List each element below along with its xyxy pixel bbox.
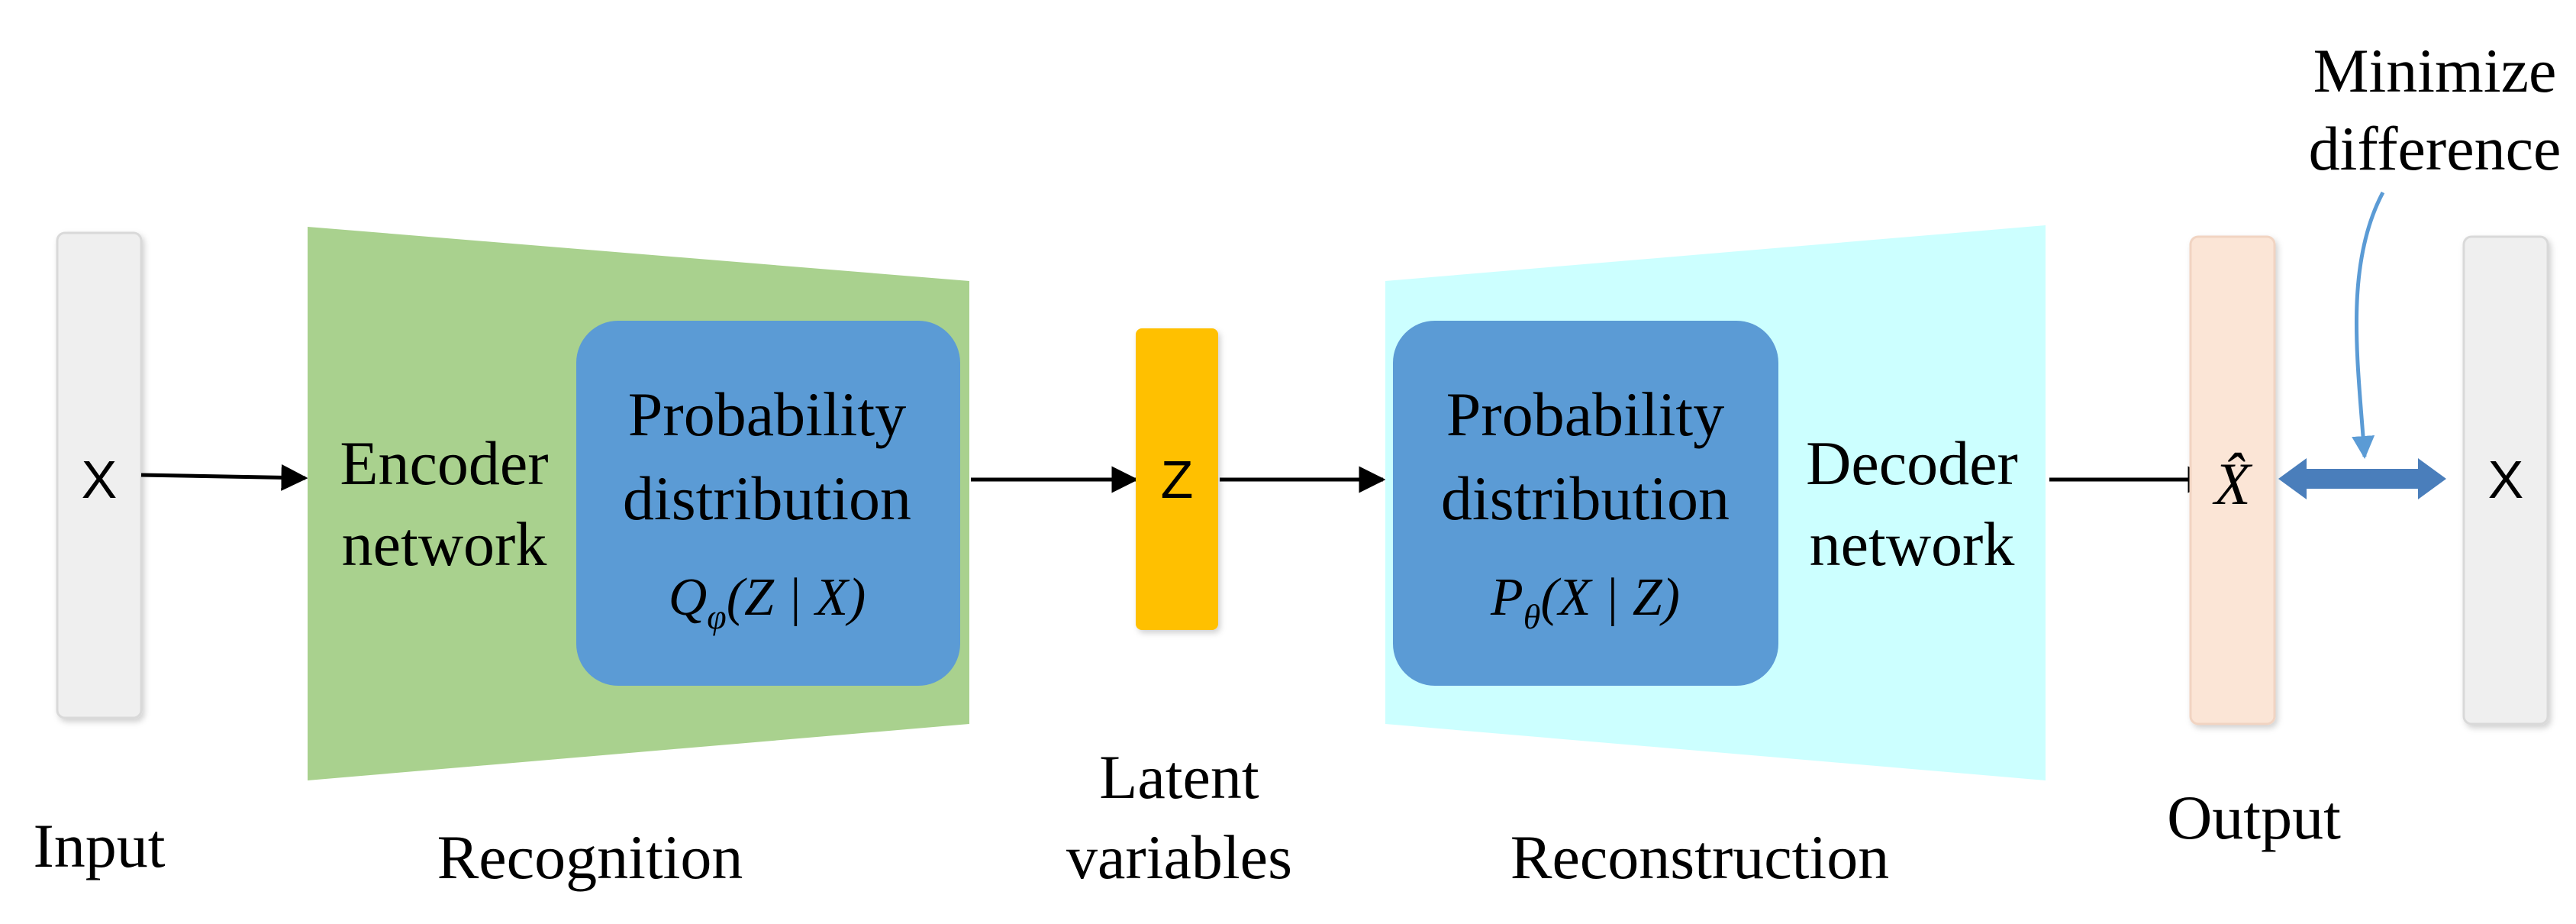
- encoder-formula-args: (Z | X): [727, 568, 866, 627]
- annotation-callout-arrow: [2352, 191, 2385, 459]
- latent-bar: [1136, 328, 1218, 630]
- output-symbol: X̂: [2212, 451, 2253, 517]
- latent-caption-line1: Latent: [1099, 742, 1259, 812]
- decoder-caption: Reconstruction: [1510, 822, 1889, 892]
- encoder-formula: Qφ(Z | X): [669, 568, 866, 636]
- decoder-box-line2: distribution: [1441, 464, 1730, 533]
- input-caption: Input: [33, 811, 165, 880]
- encoder-box-line2: distribution: [623, 464, 911, 533]
- encoder-box-line1: Probability: [628, 380, 906, 449]
- encoder-formula-base: Q: [669, 568, 708, 627]
- decoder-label-line2: network: [1810, 509, 2015, 579]
- encoder-caption: Recognition: [437, 822, 743, 892]
- decoder-box-line1: Probability: [1446, 380, 1724, 449]
- latent-caption-line2: variables: [1066, 822, 1292, 892]
- output-bar: [2189, 235, 2276, 725]
- annotation-line2: difference: [2309, 114, 2561, 183]
- input-symbol: X: [82, 450, 118, 509]
- encoder-label-line1: Encoder: [340, 428, 548, 498]
- target-symbol: X: [2488, 450, 2524, 509]
- decoder-formula-base: P: [1490, 568, 1523, 627]
- latent-symbol: Z: [1161, 450, 1194, 509]
- arrow-input-to-encoder: [140, 464, 308, 491]
- decoder-formula-sub: θ: [1523, 597, 1541, 636]
- annotation-line1: Minimize: [2313, 36, 2557, 105]
- decoder-label-line1: Decoder: [1806, 428, 2018, 498]
- decoder-probability-box: [1393, 321, 1778, 686]
- decoder-formula: Pθ(X | Z): [1490, 568, 1680, 636]
- encoder-label-line2: network: [342, 509, 547, 579]
- output-caption: Output: [2167, 783, 2341, 852]
- decoder-formula-args: (X | Z): [1540, 568, 1680, 627]
- encoder-formula-sub: φ: [707, 597, 726, 636]
- encoder-probability-box: [576, 321, 960, 686]
- target-bar: [2462, 235, 2549, 725]
- minimize-double-arrow: [2278, 458, 2446, 499]
